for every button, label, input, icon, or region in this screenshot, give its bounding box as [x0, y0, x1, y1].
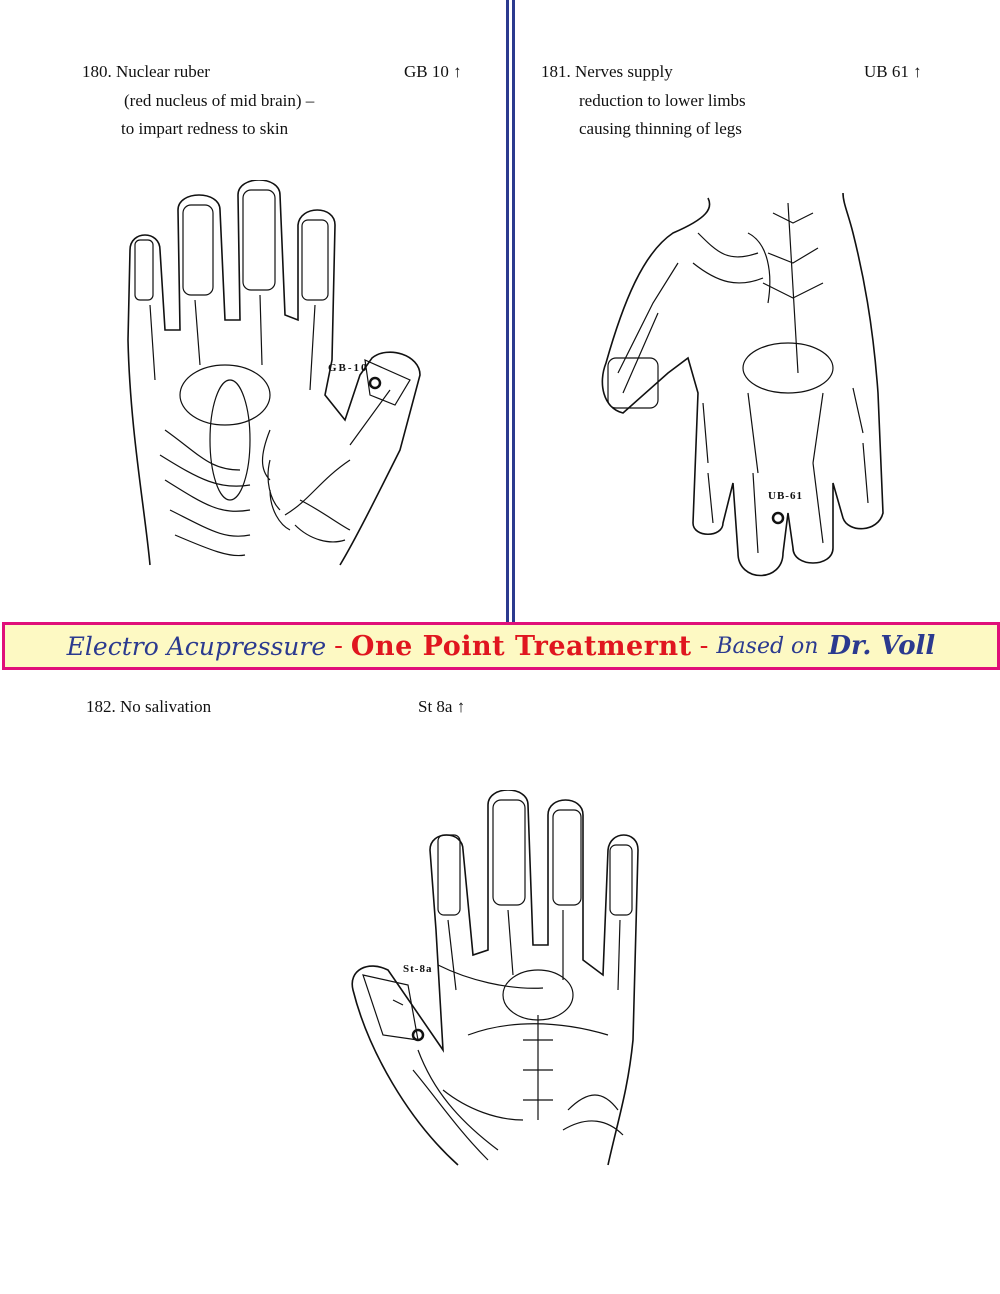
acupoint-label: St-8a: [403, 963, 433, 975]
arrow-up-icon: ↑: [453, 62, 462, 81]
banner-part-2: One Point Treatmernt: [350, 630, 692, 662]
vertical-divider: [506, 0, 516, 622]
hand-skeleton-diagram-icon: UB-61: [598, 193, 898, 585]
banner-separator: -: [334, 631, 343, 661]
hand-skeleton-diagram-icon: St-8a: [348, 790, 648, 1175]
section-title: No salivation: [120, 697, 212, 716]
banner-part-1: Electro Acupressure: [66, 631, 327, 661]
section-line: reduction to lower limbs: [579, 90, 746, 110]
point-code: GB 10 ↑: [404, 62, 462, 81]
section-number: 180.: [82, 62, 112, 81]
section-182: 182. No salivation St 8a ↑: [86, 693, 476, 722]
section-number: 181.: [541, 62, 571, 81]
section-line: causing thinning of legs: [579, 119, 742, 138]
acupoint-label: UB-61: [768, 490, 803, 502]
section-number: 182.: [86, 697, 116, 716]
section-181: 181. Nerves supply UB 61 ↑ reduction to …: [541, 58, 936, 144]
section-line: to impart redness to skin: [121, 119, 289, 138]
banner-part-3: Based on: [716, 633, 819, 659]
section-title: Nuclear ruber: [116, 62, 210, 81]
arrow-up-icon: ↑: [913, 62, 922, 81]
title-banner: Electro Acupressure - One Point Treatmer…: [2, 622, 1000, 670]
point-code: UB 61 ↑: [864, 62, 922, 81]
arrow-up-icon: ↑: [456, 697, 466, 716]
banner-separator: -: [699, 631, 709, 661]
acupoint-label: GB-10: [328, 362, 369, 374]
hand-skeleton-diagram-icon: GB-10: [120, 180, 440, 575]
section-180: 180. Nuclear ruber GB 10 ↑ (red nucleus …: [82, 58, 472, 144]
section-title: Nerves supply: [575, 62, 673, 81]
point-code: St 8a ↑: [418, 697, 466, 716]
banner-part-4: Dr. Voll: [828, 631, 936, 661]
section-line: (red nucleus of mid brain) –: [124, 90, 315, 110]
